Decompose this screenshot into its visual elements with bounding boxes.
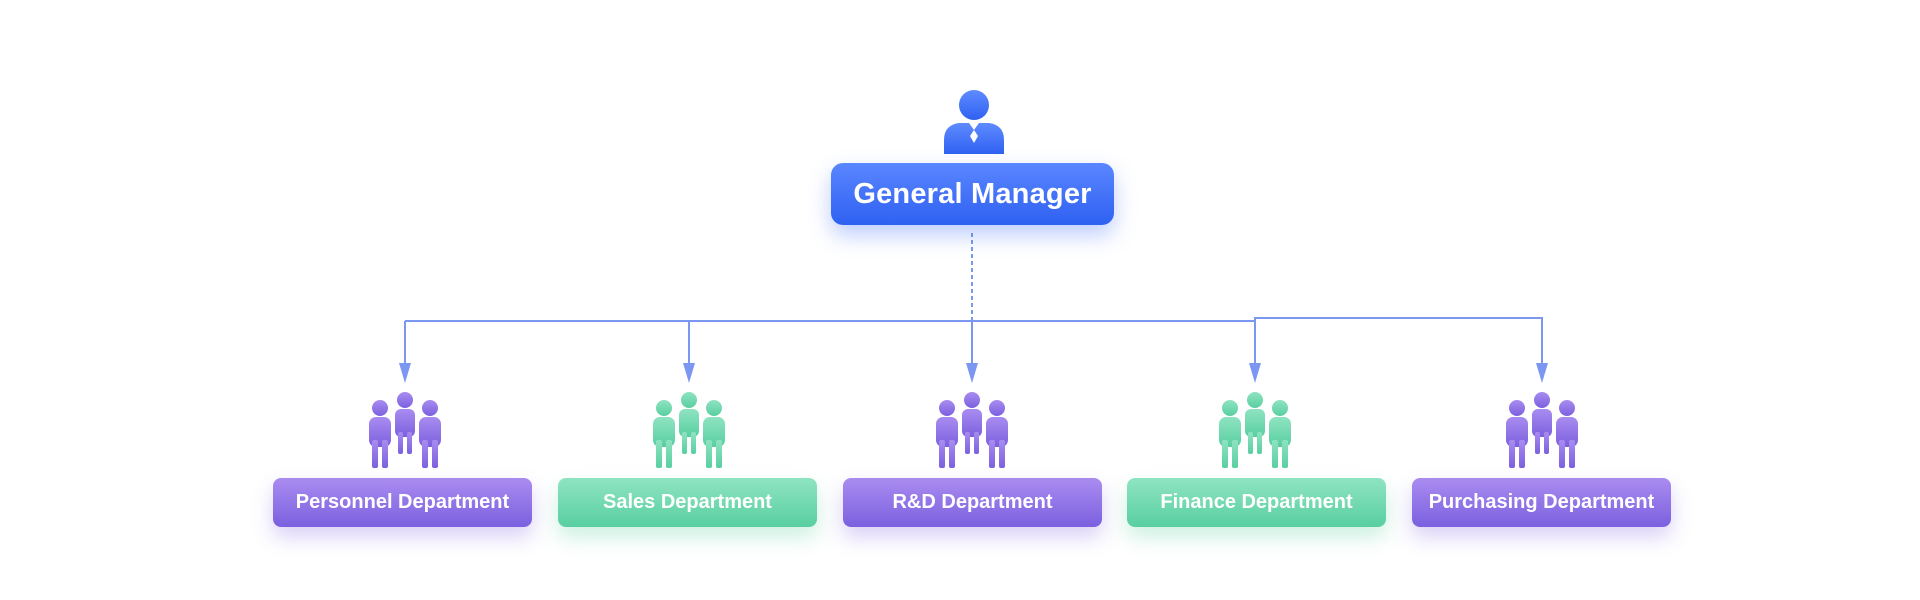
manager-person-icon <box>944 90 1004 154</box>
finance-department-node: Finance Department <box>1127 478 1386 527</box>
rnd-department-node: R&D Department <box>843 478 1102 527</box>
people-group-icon <box>1506 392 1578 468</box>
personnel-department-node: Personnel Department <box>273 478 532 527</box>
main-horizontal-line <box>405 320 1256 373</box>
sales-department-node: Sales Department <box>558 478 817 527</box>
purchasing-department-node: Purchasing Department <box>1412 478 1671 527</box>
people-group-icon <box>369 392 441 468</box>
people-group-icon <box>653 392 725 468</box>
people-group-icon <box>936 392 1008 468</box>
people-group-icon <box>1219 392 1291 468</box>
purchasing-connector-line <box>1254 317 1543 373</box>
general-manager-node: General Manager <box>831 163 1114 225</box>
